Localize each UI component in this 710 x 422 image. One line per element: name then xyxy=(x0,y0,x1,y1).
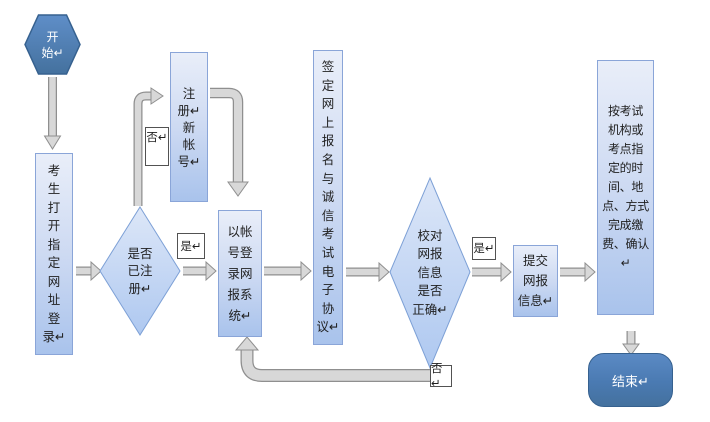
arrow-check-no-to-register xyxy=(133,87,164,206)
step-submit-info: 提交 网报 信息↵ xyxy=(513,245,558,317)
start-node-shape xyxy=(24,14,81,75)
label-yes-correct: 是↵ xyxy=(472,237,496,260)
decision-registered-shape xyxy=(99,206,181,336)
step-open-website: 考 生 打 开 指 定 网 址 登 录↵ xyxy=(35,153,73,355)
start-node-label: 开 始↵ xyxy=(41,29,64,60)
arrow-submit-to-pay xyxy=(560,261,596,283)
step-sign-agreement: 签 定 网 上 报 名 与 诚 信 考 试 电 子 协 议↵ xyxy=(313,50,343,345)
label-no-registered: 否↵ xyxy=(145,127,169,166)
arrow-login-to-agreement xyxy=(264,260,312,282)
arrow-verify-no-to-login xyxy=(234,336,430,382)
arrow-verify-yes-to-submit xyxy=(472,261,512,283)
step-login-system: 以帐 号登 录网 报系 统↵ xyxy=(218,210,262,337)
end-node: 结束↵ xyxy=(588,353,673,407)
label-yes-registered: 是↵ xyxy=(177,233,205,259)
step-register-account: 注 册↵ 新 帐 号↵ xyxy=(170,52,208,202)
step-pay-confirm: 按考试 机构或 考点指 定的时 间、地 点、方式 完成缴 费、确认↵ xyxy=(597,60,654,315)
arrow-open-site-to-check xyxy=(76,260,102,282)
label-no-correct: 否↵ xyxy=(430,361,452,390)
arrow-pay-to-end xyxy=(622,331,640,356)
arrow-start-to-open-site xyxy=(43,77,62,150)
arrow-check-yes-to-login xyxy=(183,260,217,282)
decision-info-correct-label: 校对 网报 信息 是否 正确↵ xyxy=(412,227,448,317)
arrow-register-to-login xyxy=(210,87,249,197)
arrow-agreement-to-verify xyxy=(346,261,390,283)
decision-registered-label: 是否 已注 册↵ xyxy=(127,245,153,296)
